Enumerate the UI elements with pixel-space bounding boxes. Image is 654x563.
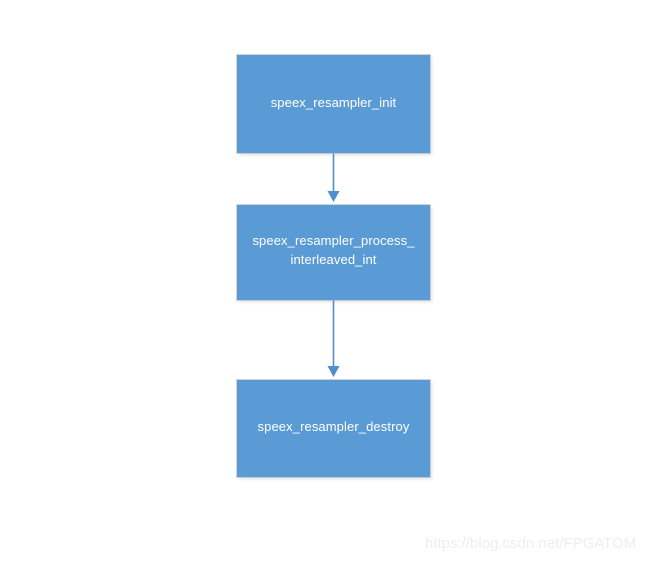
edge-init-to-process-arrowhead xyxy=(327,191,340,202)
flowchart-node-destroy[interactable]: speex_resampler_destroy xyxy=(237,380,430,477)
flowchart-node-destroy-label: speex_resampler_destroy xyxy=(257,419,410,434)
flowchart-node-init-label: speex_resampler_init xyxy=(270,94,397,110)
flowchart-node-init[interactable]: speex_resampler_init xyxy=(237,55,430,153)
flowchart-node-process[interactable]: speex_resampler_process_ interleaved_int xyxy=(237,205,430,300)
watermark-text: https://blog.csdn.net/FPGATOM xyxy=(425,535,637,552)
edge-process-to-destroy xyxy=(327,300,340,377)
flowchart-node-process-label: speex_resampler_process_ interleaved_int xyxy=(252,232,415,267)
edge-init-to-process xyxy=(327,153,340,202)
edge-process-to-destroy-arrowhead xyxy=(327,366,340,377)
